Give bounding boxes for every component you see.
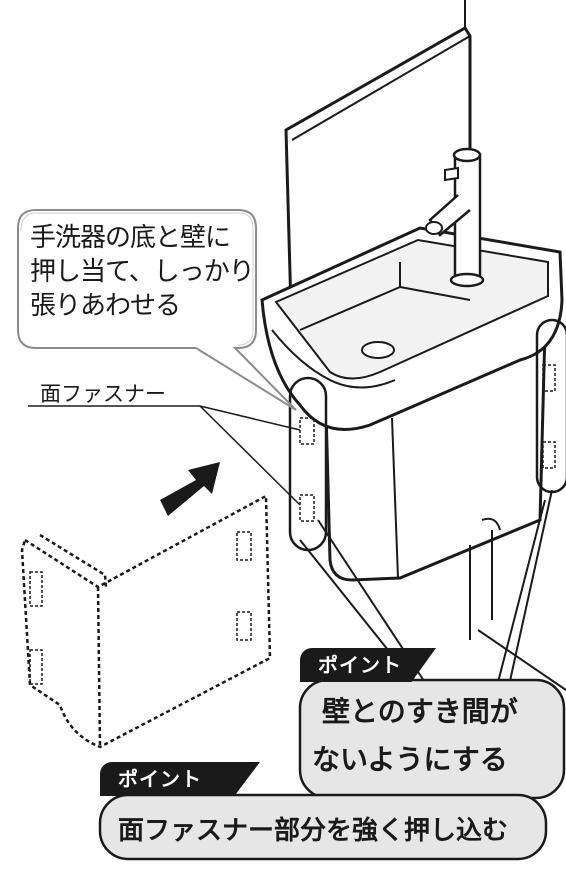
drain-pipe [469, 517, 501, 640]
cover-panel-outline [20, 493, 272, 749]
label-leader-lines [28, 405, 301, 506]
push-direction-arrow-icon [160, 462, 220, 516]
floor-line [477, 629, 566, 691]
cover-panel-fastener-patches [29, 531, 252, 685]
point1-tag: ポイント [300, 648, 436, 682]
instruction-callout-box [17, 209, 297, 411]
point1-line-2: ないようにする [312, 743, 508, 776]
faucet [425, 147, 485, 288]
callout-line-1: 手洗器の底と壁に [30, 223, 231, 253]
point2-box-shape [98, 793, 548, 861]
fastener-label: 面ファスナー [40, 382, 166, 406]
fastener-patches-on-body [299, 364, 556, 522]
drain-hole [361, 341, 395, 359]
point2-text: 面ファスナー部分を強く押し込む [118, 816, 509, 846]
callout-line-3: 張りあわせる [30, 291, 181, 321]
callout-line-2: 押し当て、しっかり [30, 257, 255, 287]
point1-line-1: 壁とのすき間が [322, 695, 518, 728]
point2-tag: ポイント [100, 762, 260, 796]
